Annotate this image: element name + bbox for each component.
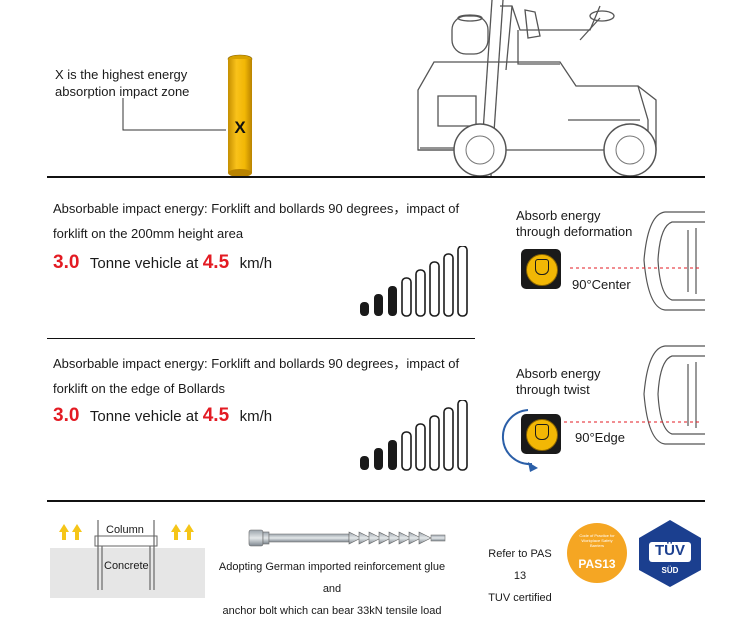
edge-bollard-top [521,414,561,454]
edge-absorb-line2: through twist [516,382,590,397]
center-description-line2: forklift on the 200mm height area [53,226,244,241]
concrete-label: Concrete [104,560,149,572]
tuv-sud-badge: TÜV SÜD [637,518,703,588]
edge-tonne-label: Tonne vehicle at [89,408,199,425]
forklift-illustration [417,0,657,177]
edge-impact-diagram [502,345,705,472]
edge-energy-bar-3 [388,440,397,470]
edge-energy-bar-6 [429,415,440,471]
center-energy-bar-3 [388,286,397,316]
center-energy-bar-8 [457,246,468,317]
energy-zone-note: X is the highest energy absorption impac… [55,66,189,100]
edge-speed-value: 4.5 [202,405,230,426]
center-energy-bar-1 [360,302,369,316]
center-impact-description: Absorbable impact energy: Forklift and b… [53,196,459,246]
tuv-label: TÜV [655,542,685,559]
note-leader-line [122,98,226,131]
center-angle-label: 90°Center [572,277,631,292]
pas-reference-text: Refer to PAS 13 [488,548,552,582]
center-description-line1: Absorbable impact energy: Forklift and b… [53,201,460,216]
edge-description-line2: forklift on the edge of Bollards [53,381,225,396]
edge-energy-bar-4 [401,431,412,471]
edge-angle-label: 90°Edge [575,430,626,445]
certification-text: Refer to PAS 13 TUV certified [482,543,558,609]
center-energy-bar-4 [401,277,412,317]
center-absorb-label: Absorb energy through deformation [516,208,632,240]
edge-absorb-label: Absorb energy through twist [516,366,601,398]
edge-speed-unit: km/h [239,408,273,425]
energy-zone-note-line2: absorption impact zone [55,84,190,99]
edge-absorb-line1: Absorb energy [516,366,601,381]
center-energy-bars [360,246,468,317]
edge-energy-bar-8 [457,400,468,471]
center-energy-bar-7 [443,253,454,317]
column-label: Column [106,524,144,536]
center-bollard-top [521,249,561,289]
foundation-diagram [50,520,205,598]
tuv-certified-text: TUV certified [488,592,552,604]
sud-label: SÜD [661,566,679,575]
edge-energy-bar-1 [360,456,369,470]
edge-impact-description: Absorbable impact energy: Forklift and b… [53,351,459,401]
center-absorb-line1: Absorb energy [516,208,601,223]
center-impact-diagram [570,211,705,311]
edge-energy-bar-7 [443,407,454,471]
pas13-badge: Code of Practice for Workplace Safety Ba… [567,523,627,583]
anchor-description: Adopting German imported reinforcement g… [216,556,448,622]
center-tonnes-value: 3.0 [53,252,80,273]
impact-zone-mark: X [234,118,246,137]
center-absorb-line2: through deformation [516,224,633,239]
edge-energy-bar-5 [415,423,426,471]
bollard-logo-icon [535,424,549,440]
yellow-bollard [227,54,253,178]
bollard-logo-icon [535,259,549,275]
center-energy-bar-5 [415,269,426,317]
center-speed-value: 4.5 [202,252,230,273]
energy-zone-note-line1: X is the highest energy [55,67,188,82]
center-energy-bar-2 [374,294,383,316]
anchor-bolt-illustration [248,529,446,547]
edge-rating-line: 3.0 Tonne vehicle at 4.5 km/h [53,405,272,427]
edge-tonnes-value: 3.0 [53,405,80,426]
ground-line [47,176,705,178]
edge-energy-bars [360,400,468,471]
center-energy-bar-6 [429,261,440,317]
section-divider [47,338,475,339]
anchor-description-line2: anchor bolt which can bear 33kN tensile … [222,605,442,617]
edge-description-line1: Absorbable impact energy: Forklift and b… [53,356,460,371]
center-rating-line: 3.0 Tonne vehicle at 4.5 km/h [53,252,272,274]
anchor-description-line1: Adopting German imported reinforcement g… [218,561,446,595]
center-speed-unit: km/h [239,255,273,272]
bottom-divider [47,500,705,502]
center-tonne-label: Tonne vehicle at [89,255,199,272]
edge-energy-bar-2 [374,448,383,470]
pas13-badge-subtitle: Code of Practice for Workplace Safety Ba… [579,533,615,548]
pas13-badge-label: PAS13 [578,557,616,571]
